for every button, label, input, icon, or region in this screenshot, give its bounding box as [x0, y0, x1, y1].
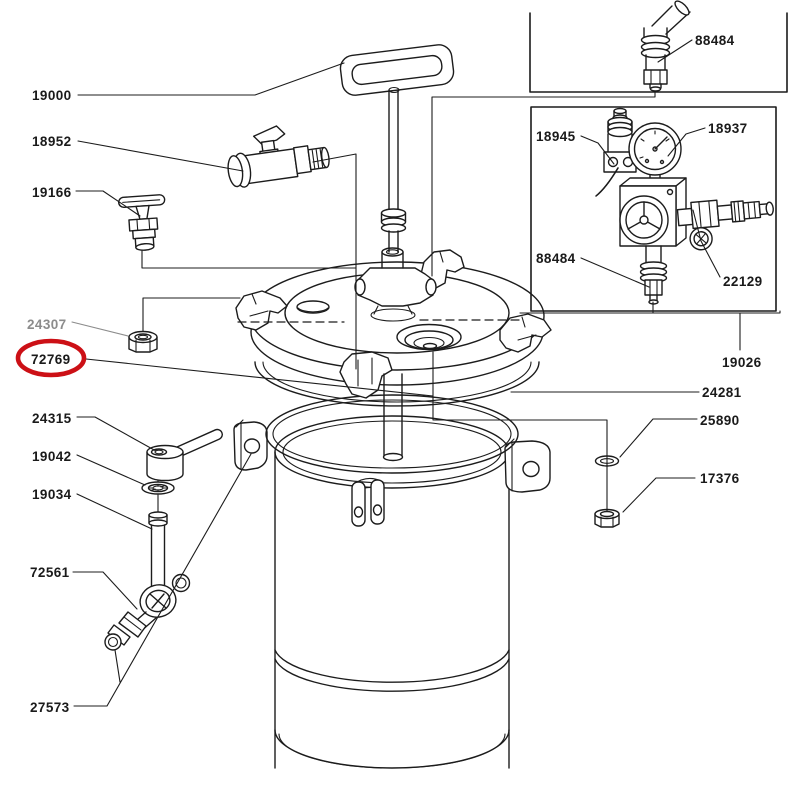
tank-lug-right — [504, 438, 551, 493]
leader-88484-top — [657, 39, 693, 63]
leader-lines — [71, 39, 781, 707]
part-label-72561: 72561 — [30, 565, 70, 580]
tank-rim-outer — [274, 415, 510, 489]
inset-box-top — [529, 0, 788, 93]
line-24307-to-lid — [142, 297, 241, 332]
lid-oval-hole — [296, 300, 330, 314]
air-valve-18945 — [595, 107, 637, 197]
lid-clamp-left — [235, 290, 288, 331]
leader-88484-reg — [580, 257, 650, 288]
line-topbox-to-lid — [431, 90, 656, 277]
line-valves-to-lid — [141, 153, 357, 370]
lid-clamp-front — [339, 351, 393, 399]
elbow-sleeve — [107, 624, 131, 646]
part-label-19026: 19026 — [722, 355, 762, 370]
washer-19042 — [141, 481, 175, 495]
tank-rim-inner — [282, 420, 502, 484]
outlet-valve-22129 — [676, 199, 774, 251]
part-label-24281: 24281 — [702, 385, 742, 400]
highlight-ellipse-72769 — [15, 338, 87, 378]
leader-72769 — [85, 358, 434, 397]
part-label-24307: 24307 — [27, 317, 67, 332]
leader-25890 — [619, 418, 698, 458]
fitting-88484-top — [640, 0, 691, 92]
part-labels: 19000 18952 19166 24307 72769 24315 1904… — [15, 33, 763, 715]
part-label-27573: 27573 — [30, 700, 70, 715]
tank-body — [233, 415, 551, 769]
valve-handle — [252, 125, 286, 145]
gauge-needle — [654, 136, 668, 150]
leader-24315 — [76, 416, 157, 452]
tank-lug-left — [233, 419, 268, 471]
elbow-screw-slot — [149, 593, 167, 609]
leader-24307 — [71, 321, 129, 337]
tank-band-1 — [274, 649, 510, 683]
line-27573-oring — [114, 649, 121, 683]
tank-clevis-bracket — [351, 477, 385, 527]
part-label-24315: 24315 — [32, 411, 72, 426]
oring-small-right — [171, 573, 191, 593]
part-label-19034: 19034 — [32, 487, 72, 502]
leader-18937 — [667, 127, 706, 157]
nut-17376 — [594, 508, 620, 528]
part-label-18937: 18937 — [708, 121, 748, 136]
leader-72561 — [72, 571, 138, 610]
part-label-22129: 22129 — [723, 274, 763, 289]
handle-tube — [388, 89, 399, 214]
leader-22129 — [692, 209, 721, 278]
part-label-19000: 19000 — [32, 88, 72, 103]
inset-box-regulator — [530, 106, 777, 312]
part-label-18952: 18952 — [32, 134, 72, 149]
inset-box-top-border — [529, 12, 788, 93]
lid-center-cap — [396, 323, 462, 351]
elbow-fitting-72561 — [104, 573, 191, 651]
ball-valve — [227, 125, 330, 188]
leader-19042 — [76, 454, 146, 486]
leader-19000 — [77, 62, 345, 96]
leader-19034 — [76, 493, 153, 530]
clamp-ring-72769 — [254, 361, 540, 407]
fitting-88484-regulator — [639, 245, 668, 305]
hex-nut-24307 — [128, 330, 158, 353]
dip-tube — [382, 373, 404, 462]
tank-bottom-outer — [274, 729, 510, 769]
regulator-block — [619, 177, 687, 247]
part-label-25890: 25890 — [700, 413, 740, 428]
leader-18945 — [580, 135, 615, 165]
handle-grip-inner — [351, 54, 443, 86]
part-label-19166: 19166 — [32, 185, 72, 200]
part-label-18945: 18945 — [536, 129, 576, 144]
tank-bottom-inner — [278, 733, 506, 769]
pressure-gauge-18937 — [628, 122, 682, 188]
part-label-88484-top: 88484 — [695, 33, 735, 48]
part-label-17376: 17376 — [700, 471, 740, 486]
part-label-72769: 72769 — [31, 352, 71, 367]
leader-27573 — [73, 453, 252, 707]
wing-fitting-24315 — [146, 428, 223, 482]
petcock-valve — [118, 194, 166, 251]
tube-body — [150, 524, 166, 587]
handle-assembly — [339, 44, 455, 253]
line-cap-oring-nut — [432, 351, 608, 512]
part-label-19042: 19042 — [32, 449, 72, 464]
leader-17376 — [622, 477, 696, 513]
leader-18952 — [77, 140, 244, 172]
gasket-ring-24281 — [265, 394, 519, 474]
leader-19166 — [75, 190, 141, 217]
oring-small-left — [104, 633, 122, 651]
lid-clamp-right — [499, 313, 552, 353]
line-regbox-19026 — [519, 301, 781, 351]
lid-assembly — [235, 249, 552, 399]
tank-band-2 — [274, 658, 510, 692]
tube-19034 — [148, 511, 168, 587]
part-label-88484-reg: 88484 — [536, 251, 576, 266]
handle-grip-outer — [339, 44, 455, 96]
